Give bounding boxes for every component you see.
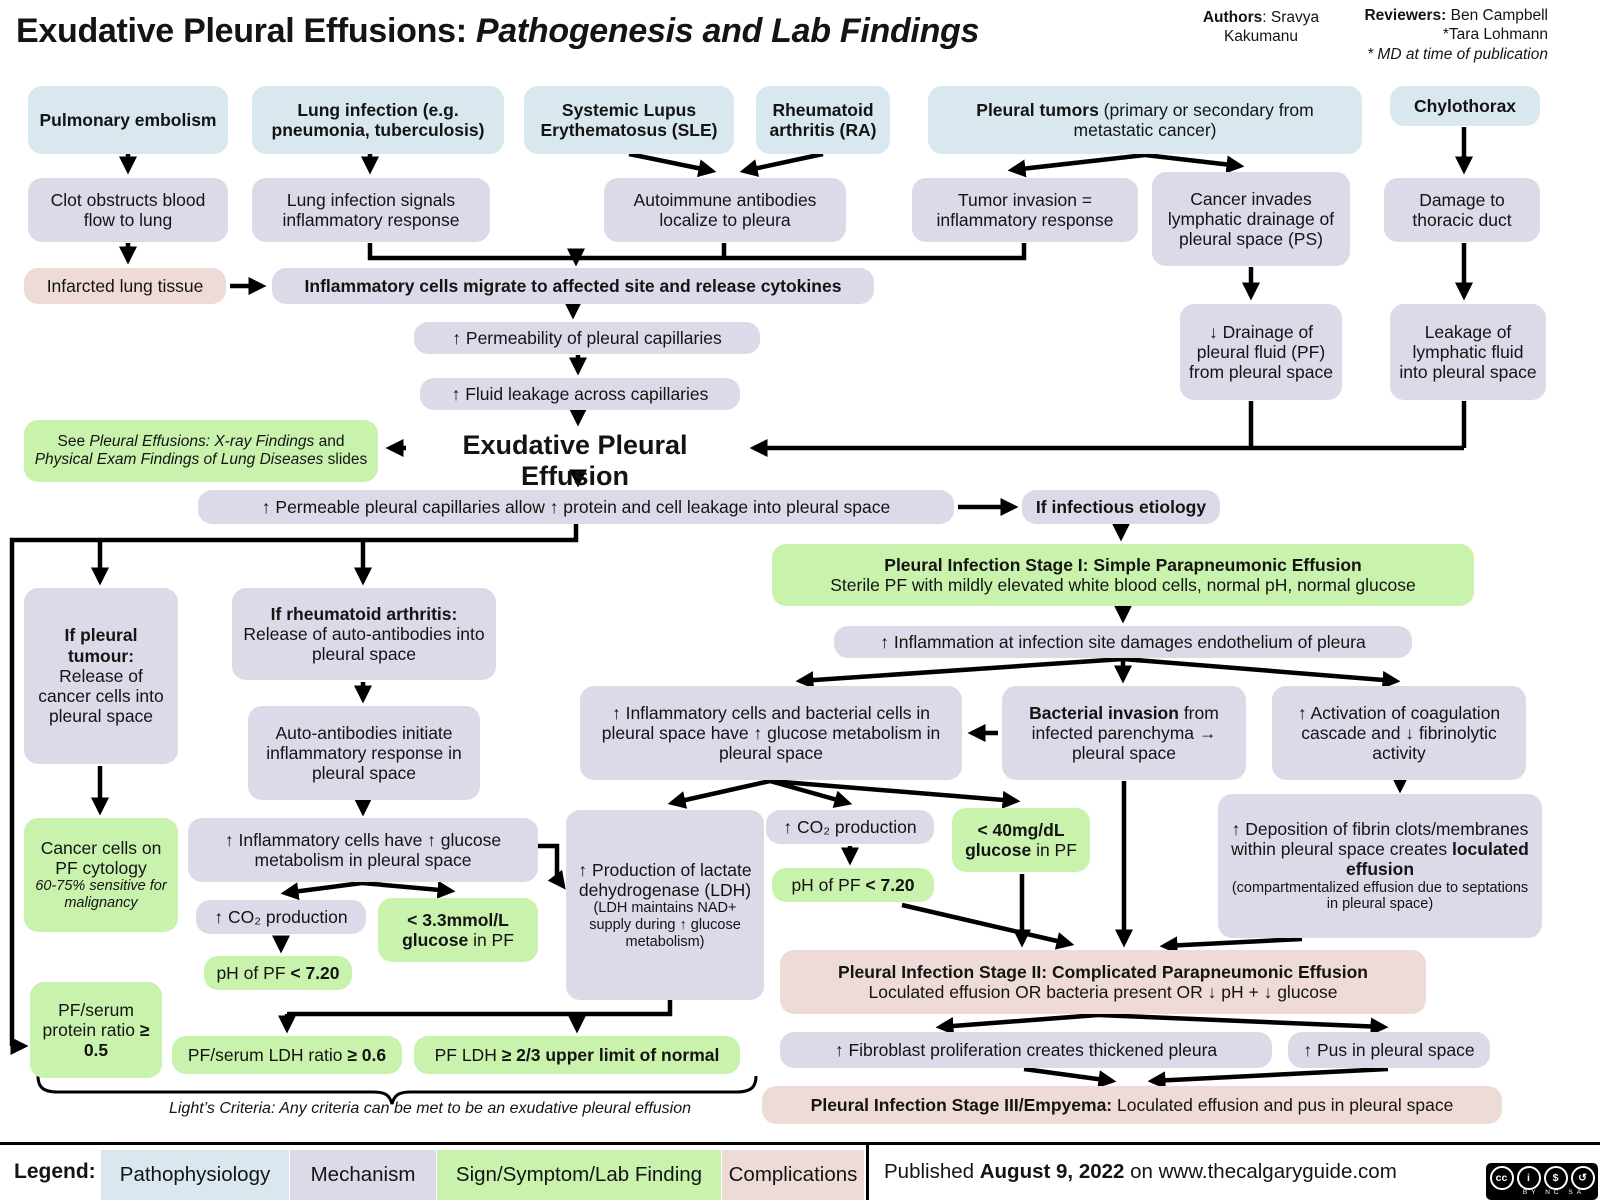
node-fluid-leakage: ↑ Fluid leakage across capillaries — [420, 378, 740, 410]
node-see-slides-note: See Pleural Effusions: X-ray Findings an… — [24, 420, 378, 482]
node-fibrin-deposition: ↑ Deposition of fibrin clots/membranes w… — [1218, 794, 1542, 938]
reviewers-block: Reviewers: Ben Campbell *Tara Lohmann * … — [1364, 7, 1548, 63]
node-tumor-invasion: Tumor invasion = inflammatory response — [912, 178, 1138, 242]
node-inflammation-damages-endothelium: ↑ Inflammation at infection site damages… — [834, 626, 1412, 658]
node-stage3-empyema: Pleural Infection Stage III/Empyema: Loc… — [762, 1086, 1502, 1124]
node-pus-in-pleural-space: ↑ Pus in pleural space — [1288, 1032, 1490, 1068]
lights-criteria-brace — [36, 1075, 758, 1105]
published-line: Published August 9, 2022 on www.thecalga… — [884, 1160, 1397, 1183]
lights-criteria-note: Light’s Criteria: Any criteria can be me… — [168, 1100, 692, 1117]
node-ph-left: pH of PF < 7.20 — [204, 956, 352, 990]
node-bacterial-invasion: Bacterial invasion from infected parench… — [1002, 686, 1246, 780]
node-autoimmune-antibodies: Autoimmune antibodies localize to pleura — [604, 178, 846, 242]
cc-by-icon: i — [1516, 1166, 1541, 1191]
node-if-rheumatoid-arthritis: If rheumatoid arthritis: Release of auto… — [232, 588, 496, 680]
node-sle: Systemic Lupus Erythematosus (SLE) — [524, 86, 734, 154]
legend-item-pathophysiology: Pathophysiology — [101, 1150, 289, 1200]
node-pf-serum-protein-ratio: PF/serum protein ratio ≥ 0.5 — [30, 982, 162, 1078]
node-infarcted-lung-tissue: Infarcted lung tissue — [24, 268, 226, 304]
legend-item-sign-symptom: Sign/Symptom/Lab Finding — [437, 1150, 721, 1200]
node-lymphatic-leakage: Leakage of lymphatic fluid into pleural … — [1390, 304, 1546, 400]
node-fibroblast-proliferation: ↑ Fibroblast proliferation creates thick… — [780, 1032, 1272, 1068]
node-chylothorax: Chylothorax — [1390, 86, 1540, 126]
node-increased-permeability: ↑ Permeability of pleural capillaries — [414, 322, 760, 354]
node-inflammatory-cells-migrate: Inflammatory cells migrate to affected s… — [272, 268, 874, 304]
page-title: Exudative Pleural Effusions: Pathogenesi… — [16, 12, 979, 51]
node-co2-production-right: ↑ CO₂ production — [766, 810, 934, 844]
title-italic: Pathogenesis and Lab Findings — [475, 12, 980, 50]
node-cancer-cells-cytology: Cancer cells on PF cytology 60-75% sensi… — [24, 818, 178, 932]
node-inflammatory-cells-glucose: ↑ Inflammatory cells have ↑ glucose meta… — [188, 818, 538, 882]
cc-license-badge: cc i $ ↺ BY NC SA — [1486, 1163, 1598, 1200]
legend-label: Legend: — [14, 1160, 96, 1183]
cc-icon: cc — [1489, 1166, 1514, 1191]
node-permeable-capillaries-allow: ↑ Permeable pleural capillaries allow ↑ … — [198, 490, 954, 524]
node-ph-right: pH of PF < 7.20 — [772, 868, 934, 902]
cc-sa-icon: ↺ — [1570, 1166, 1595, 1191]
node-lung-infection-signals: Lung infection signals inflammatory resp… — [252, 178, 490, 242]
legend-item-mechanism: Mechanism — [290, 1150, 436, 1200]
node-pf-serum-ldh-ratio: PF/serum LDH ratio ≥ 0.6 — [172, 1036, 402, 1074]
node-coagulation-activation: ↑ Activation of coagulation cascade and … — [1272, 686, 1526, 780]
node-clot-obstructs: Clot obstructs blood flow to lung — [28, 178, 228, 242]
md-note: * MD at time of publication — [1367, 45, 1548, 63]
cc-nc-icon: $ — [1543, 1166, 1568, 1191]
node-decreased-drainage: ↓ Drainage of pleural fluid (PF) from pl… — [1180, 304, 1342, 400]
node-lung-infection: Lung infection (e.g. pneumonia, tubercul… — [252, 86, 504, 154]
legend-item-complications: Complications — [722, 1150, 864, 1200]
node-ldh-production: ↑ Production of lactate dehydrogenase (L… — [566, 810, 764, 1000]
node-inflammatory-bacterial-glucose: ↑ Inflammatory cells and bacterial cells… — [580, 686, 962, 780]
cc-labels: BY NC SA — [1522, 1189, 1586, 1197]
node-glucose-40: < 40mg/dL glucose in PF — [952, 808, 1090, 872]
node-pleural-tumors: Pleural tumors (primary or secondary fro… — [928, 86, 1362, 154]
node-if-pleural-tumour: If pleural tumour: Release of cancer cel… — [24, 588, 178, 764]
node-co2-production-left: ↑ CO₂ production — [196, 900, 366, 934]
node-stage2-complicated-parapneumonic: Pleural Infection Stage II: Complicated … — [780, 950, 1426, 1014]
footer-divider-line — [0, 1142, 1600, 1145]
authors-block: Authors: Sravya Kakumanu — [1202, 9, 1320, 46]
node-pf-ldh-upper-limit: PF LDH ≥ 2/3 upper limit of normal — [414, 1036, 740, 1074]
title-main: Exudative Pleural Effusions: — [16, 12, 476, 50]
node-if-infectious-etiology: If infectious etiology — [1022, 490, 1220, 524]
node-cancer-invades-lymphatics: Cancer invades lymphatic drainage of ple… — [1152, 172, 1350, 266]
node-stage1-simple-parapneumonic: Pleural Infection Stage I: Simple Parapn… — [772, 544, 1474, 606]
node-autoantibodies-initiate: Auto-antibodies initiate inflammatory re… — [248, 706, 480, 800]
node-glucose-33: < 3.3mmol/L glucose in PF — [378, 898, 538, 962]
node-rheumatoid-arthritis: Rheumatoid arthritis (RA) — [756, 86, 890, 154]
exudative-pleural-effusion-title: Exudative Pleural Effusion — [462, 430, 688, 491]
node-damage-thoracic-duct: Damage to thoracic duct — [1384, 178, 1540, 242]
footer-vertical-divider — [866, 1142, 869, 1200]
node-pulmonary-embolism: Pulmonary embolism — [28, 86, 228, 154]
